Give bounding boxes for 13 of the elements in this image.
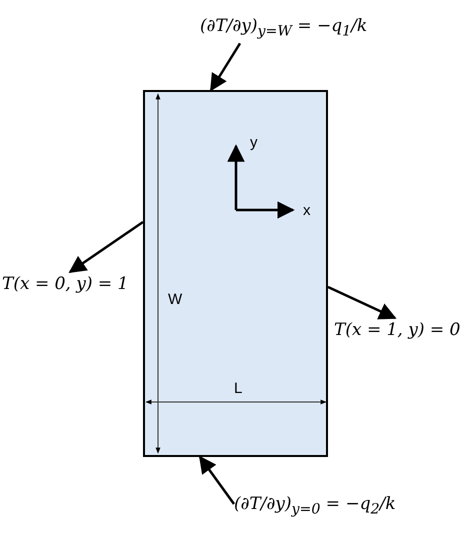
dimension-label: L	[234, 380, 242, 398]
plate-rectangle	[143, 90, 328, 457]
dimension-label: W	[168, 291, 182, 309]
axis-label: y	[250, 134, 258, 152]
boundary-condition-formula: (∂T/∂y)$_{y=0}$ = −q$_{2}$/k	[234, 492, 396, 522]
arrow	[327, 286, 397, 320]
arrow	[198, 456, 236, 505]
axis-label: x	[303, 202, 310, 220]
boundary-condition-formula: T(x = 0, y) = 1	[2, 272, 128, 296]
boundary-condition-formula: (∂T/∂y)$_{y=W}$ = −q$_{1}$/k	[200, 14, 368, 44]
arrow	[68, 220, 144, 274]
boundary-condition-formula: T(x = 1, y) = 0	[334, 318, 460, 342]
arrow	[210, 42, 242, 92]
